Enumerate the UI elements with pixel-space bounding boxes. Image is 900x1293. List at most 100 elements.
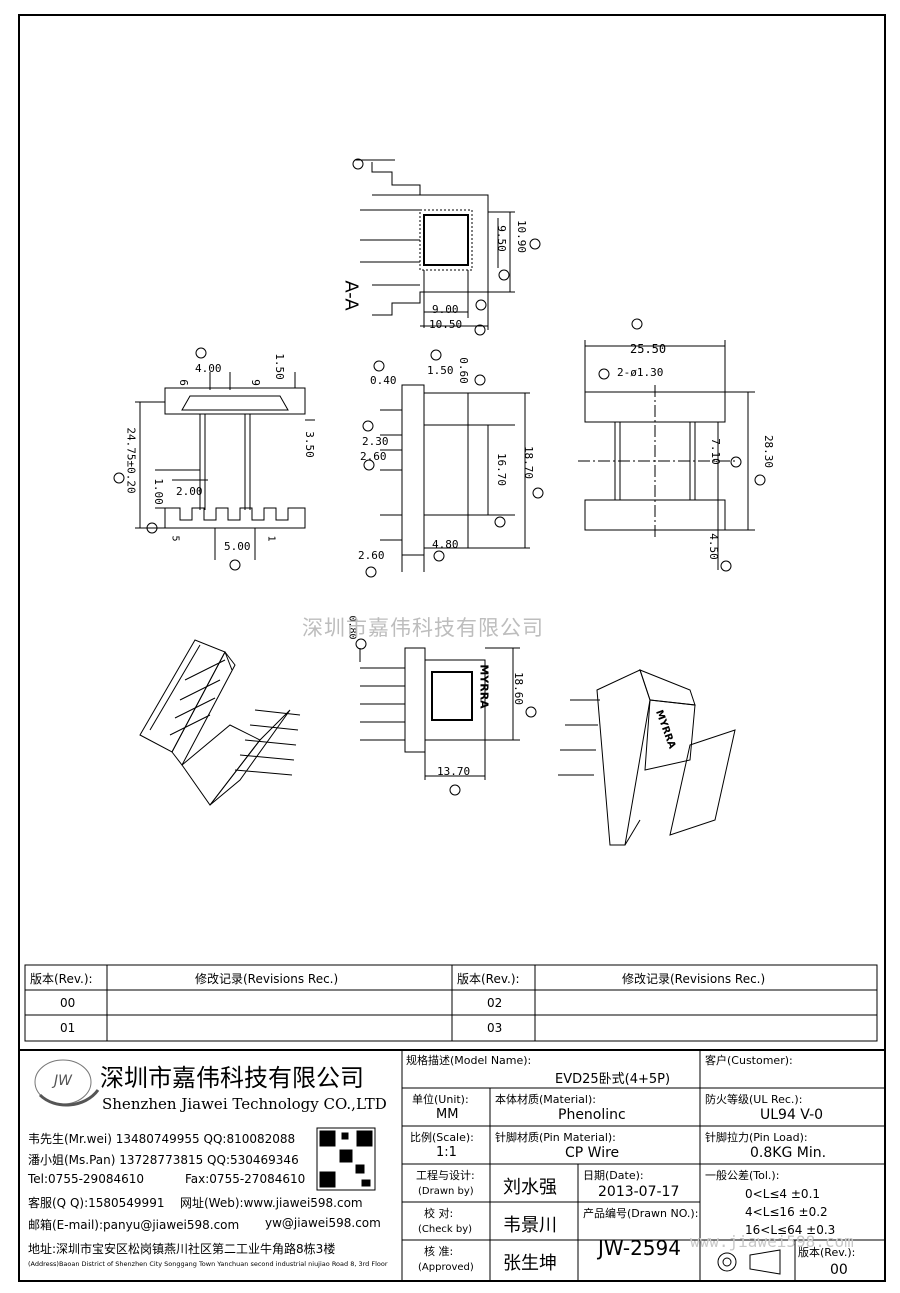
section-view-a-a xyxy=(352,158,541,336)
check-by-label-en: (Check by) xyxy=(418,1224,473,1235)
approved-label: 核 准: xyxy=(424,1245,454,1258)
rev-row-00: 00 xyxy=(60,996,76,1010)
dim-2-60b: 2.60 xyxy=(358,549,385,562)
rev-value: 00 xyxy=(830,1262,848,1278)
tolerance-2: 4<L≤16 ±0.2 xyxy=(745,1205,828,1219)
contact-qq: 客服(Q Q):1580549991 xyxy=(28,1196,165,1210)
dim-16-70: 16.70 xyxy=(495,452,509,487)
dim-7-10: 7.10 xyxy=(708,438,722,465)
dim-2-60a: 2.60 xyxy=(360,450,387,463)
company-name-en: Shenzhen Jiawei Technology CO.,LTD xyxy=(102,1095,387,1113)
ul-value: UL94 V-0 xyxy=(760,1107,824,1123)
dim-2-00: 2.00 xyxy=(176,485,203,498)
check-by-label: 校 对: xyxy=(424,1207,454,1220)
dim-10-90: 10.90 xyxy=(515,219,529,254)
dim-0-60: 0.60 xyxy=(456,357,470,384)
rec-header-right: 修改记录(Revisions Rec.) xyxy=(622,972,766,986)
contact-email: 邮箱(E-mail):panyu@jiawei598.com xyxy=(28,1218,240,1232)
dim-9-50: 9.50 xyxy=(494,225,508,252)
contact-web: 网址(Web):www.jiawei598.com xyxy=(180,1196,363,1210)
contact-fax: Fax:0755-27084610 xyxy=(185,1172,306,1186)
rev-row-02: 02 xyxy=(487,996,503,1010)
dim-6: 6 xyxy=(176,379,190,386)
dim-18-60: 18.60 xyxy=(512,671,526,706)
check-by-value: 韦景川 xyxy=(503,1215,557,1236)
dim-18-70: 18.70 xyxy=(522,445,536,480)
dim-5-00: 5.00 xyxy=(224,540,251,553)
customer-label: 客户(Customer): xyxy=(705,1054,793,1067)
approved-label-en: (Approved) xyxy=(418,1262,474,1273)
ul-label: 防火等级(UL Rec.): xyxy=(705,1093,803,1106)
unit-value: MM xyxy=(436,1107,459,1122)
top-view xyxy=(578,318,766,572)
dim-1-50b: 1.50 xyxy=(427,364,454,377)
side-view xyxy=(362,349,544,578)
dim-25-50: 25.50 xyxy=(630,342,667,356)
isometric-view-left xyxy=(139,639,301,806)
company-logo: JW xyxy=(54,1073,72,1089)
rev-header-left: 版本(Rev.): xyxy=(30,972,93,986)
dim-10-50: 10.50 xyxy=(429,318,463,331)
approved-value: 张生坤 xyxy=(503,1253,557,1274)
dim-13-70: 13.70 xyxy=(437,765,471,778)
dim-24-75: 24.75±0.20 xyxy=(124,427,138,494)
tolerance-1: 0<L≤4 ±0.1 xyxy=(745,1187,821,1201)
drawn-no-value: JW-2594 xyxy=(598,1236,681,1260)
drawing-sheet xyxy=(18,14,886,1282)
rev-header-right: 版本(Rev.): xyxy=(457,972,520,986)
isometric-view-right xyxy=(558,669,736,846)
drawn-by-value: 刘水强 xyxy=(503,1177,557,1198)
revision-table xyxy=(24,964,878,1042)
dim-9: 9 xyxy=(248,379,262,386)
brand-mark-side: MYRRA xyxy=(477,664,491,709)
scale-value: 1:1 xyxy=(436,1145,457,1160)
contact-pan: 潘小姐(Ms.Pan) 13728773815 QQ:530469346 xyxy=(28,1153,299,1167)
watermark-url: www.jiawei598.com xyxy=(690,1232,854,1251)
date-label: 日期(Date): xyxy=(583,1169,644,1182)
contact-wei: 韦先生(Mr.wei) 13480749955 QQ:810082088 xyxy=(28,1132,296,1146)
scale-label: 比例(Scale): xyxy=(410,1131,474,1144)
watermark-text: 深圳市嘉伟科技有限公司 xyxy=(302,616,544,640)
dim-2-phi: 2-ø1.30 xyxy=(617,366,664,379)
dim-2-30: 2.30 xyxy=(362,435,389,448)
tolerance-label: 一般公差(Tol.): xyxy=(705,1169,780,1182)
address-en: (Address)Baoan District of Shenzhen City… xyxy=(28,1260,388,1268)
rev-row-01: 01 xyxy=(60,1021,76,1035)
company-name-cn: 深圳市嘉伟科技有限公司 xyxy=(100,1064,364,1092)
contact-tel: Tel:0755-29084610 xyxy=(28,1172,144,1186)
title-block xyxy=(18,1049,886,1282)
section-label: A-A xyxy=(340,280,362,311)
dim-9-00: 9.00 xyxy=(432,303,459,316)
date-value: 2013-07-17 xyxy=(598,1184,680,1200)
material-label: 本体材质(Material): xyxy=(495,1093,596,1106)
rev-row-03: 03 xyxy=(487,1021,503,1035)
pin-material-label: 针脚材质(Pin Material): xyxy=(495,1131,616,1144)
pin-load-value: 0.8KG Min. xyxy=(750,1145,827,1161)
dim-0-40: 0.40 xyxy=(370,374,397,387)
dim-1-00: 1.00 xyxy=(151,478,165,505)
unit-label: 单位(Unit): xyxy=(412,1093,469,1106)
contact-email2: yw@jiawei598.com xyxy=(265,1216,381,1230)
dim-3-50: 3.50 xyxy=(302,431,316,458)
dim-4-00: 4.00 xyxy=(195,362,222,375)
pin-5-label: 5 xyxy=(169,535,181,542)
rev-label: 版本(Rev.): xyxy=(798,1246,856,1259)
pin-load-label: 针脚拉力(Pin Load): xyxy=(705,1131,808,1144)
model-label: 规格描述(Model Name): xyxy=(406,1054,532,1067)
dim-28-30: 28.30 xyxy=(762,434,776,469)
dim-4-80: 4.80 xyxy=(432,538,459,551)
rec-header-left: 修改记录(Revisions Rec.) xyxy=(195,972,339,986)
drawn-no-label: 产品编号(Drawn NO.): xyxy=(583,1207,699,1220)
pin-material-value: CP Wire xyxy=(565,1145,620,1161)
drawn-by-label: 工程与设计: xyxy=(416,1169,475,1182)
dim-1-50a: 1.50 xyxy=(272,353,286,380)
pin-1-label: 1 xyxy=(265,535,277,542)
material-value: Phenolinc xyxy=(558,1107,626,1123)
drawn-by-label-en: (Drawn by) xyxy=(418,1186,474,1197)
dim-4-50: 4.50 xyxy=(706,533,720,560)
address-cn: 地址:深圳市宝安区松岗镇燕川社区第二工业牛角路8栋3楼 xyxy=(28,1242,336,1256)
model-value: EVD25卧式(4+5P) xyxy=(555,1072,671,1087)
bottom-side-view xyxy=(355,638,537,796)
front-view xyxy=(113,347,315,571)
